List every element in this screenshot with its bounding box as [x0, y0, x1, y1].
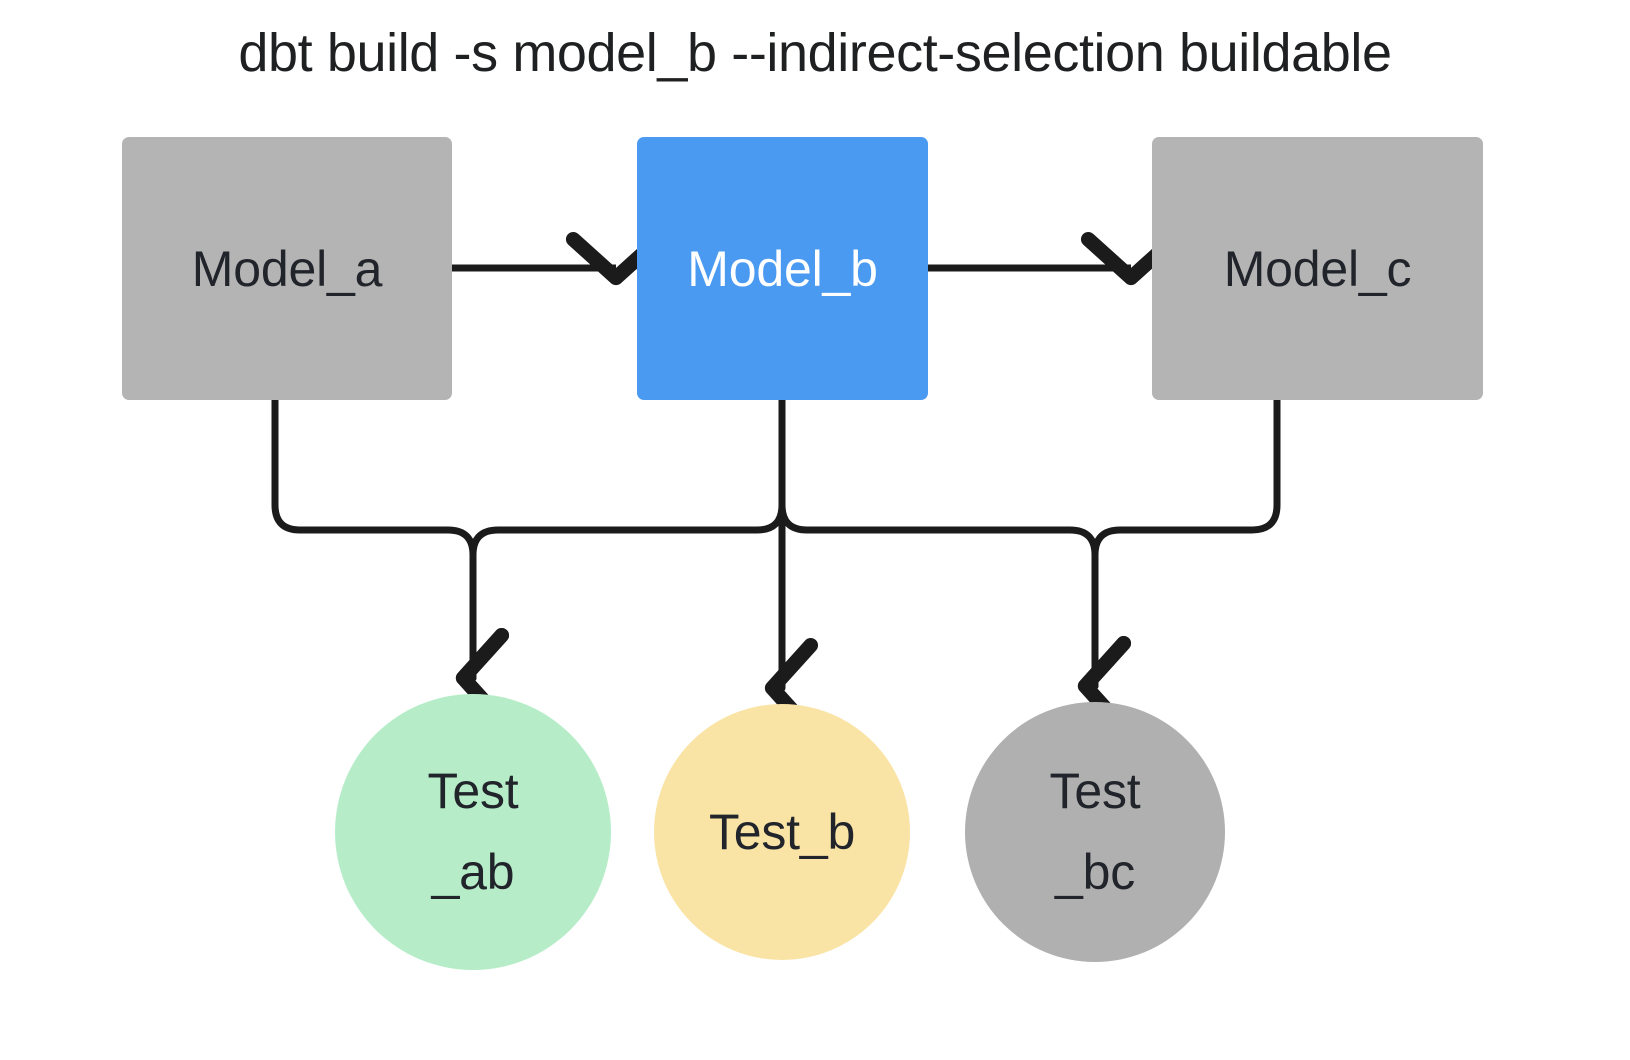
node-test-bc[interactable]: Test _bc — [965, 702, 1225, 962]
edge-model-b-to-test-bc — [778, 396, 1132, 737]
node-test-ab-label-line-1: Test — [427, 763, 519, 819]
node-model-a[interactable]: Model_a — [122, 137, 452, 400]
edge-model-a-to-test-ab — [271, 396, 510, 729]
node-test-ab[interactable]: Test _ab — [335, 694, 611, 970]
node-test-b[interactable]: Test_b — [654, 704, 910, 960]
edge-model-b-to-test-ab — [455, 396, 786, 729]
node-test-b-label-line-1: Test_b — [708, 803, 856, 860]
page-title: dbt build -s model_b --indirect-selectio… — [238, 23, 1392, 83]
node-model-b-label: Model_b — [687, 240, 878, 297]
edge-model-c-to-test-bc — [1077, 396, 1281, 737]
node-model-b[interactable]: Model_b — [637, 137, 928, 400]
node-model-c-label: Model_c — [1223, 240, 1412, 297]
node-test-bc-label-line-2: _bc — [1054, 844, 1135, 900]
node-test-bc-label-line-1: Test — [1049, 763, 1141, 819]
node-test-ab-label-line-2: _ab — [431, 844, 515, 900]
node-model-c[interactable]: Model_c — [1152, 137, 1483, 400]
node-model-a-label: Model_a — [191, 240, 383, 297]
